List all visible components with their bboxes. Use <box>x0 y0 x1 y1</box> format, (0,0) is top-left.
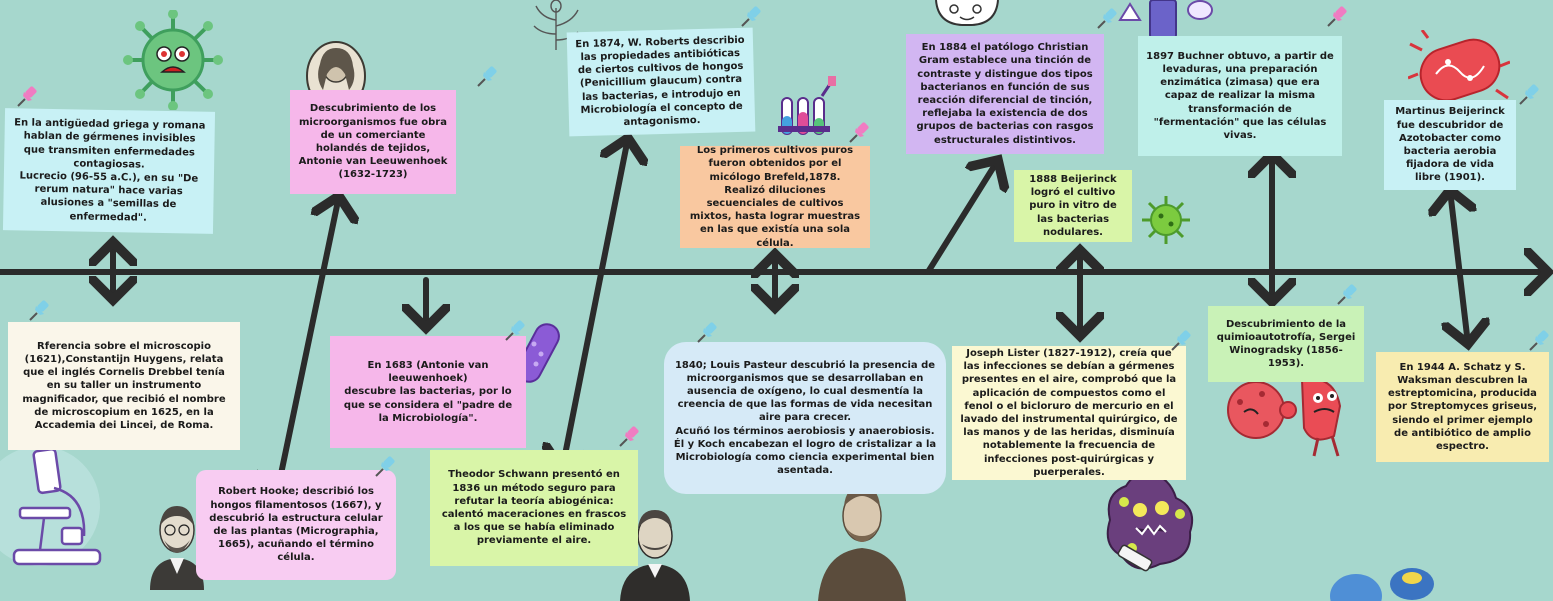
note-1683: En 1683 (Antonie van leeuwenhoek) descub… <box>330 336 526 448</box>
pushpin-icon <box>619 426 639 447</box>
fighting-germs-icon <box>1227 378 1342 457</box>
note-microscopio: Rferencia sobre el microscopio (1621),Co… <box>8 322 240 450</box>
blue-blob-icon <box>1330 568 1434 601</box>
microbe-face-icon <box>935 0 999 26</box>
pushpin-icon <box>1337 284 1357 305</box>
arrow-n3-n5 <box>276 196 339 498</box>
note-pasteur: 1840; Louis Pasteur descubrió la presenc… <box>664 342 946 494</box>
note-buchner: 1897 Buchner obtuvo, a partir de levadur… <box>1138 36 1342 156</box>
note-beijerinck-1888-text: 1888 Beijerinck logró el cultivo puro in… <box>1029 174 1117 238</box>
microscope-icon <box>0 422 102 566</box>
note-beijerinck-1901-text: Martinus Beijerinck fue descubridor de A… <box>1395 106 1505 184</box>
green-germ-icon <box>1142 196 1190 244</box>
note-buchner-text: 1897 Buchner obtuvo, a partir de levadur… <box>1146 50 1334 141</box>
pushpin-icon <box>697 322 717 343</box>
note-roberts: En 1874, W. Roberts describio las propie… <box>566 27 756 137</box>
pushpin-icon <box>1529 330 1549 351</box>
note-antiguedad: En la antigüedad griega y romana hablan … <box>2 108 216 234</box>
arrow-n15-n16 <box>1450 190 1468 344</box>
monster-germ-icon <box>1106 470 1194 572</box>
note-winogradsky: Descubrimiento de la quimioautotrofía, S… <box>1208 306 1364 382</box>
note-leeuwenhoek: Descubrimiento de los microorganismos fu… <box>290 90 456 194</box>
pushpin-icon <box>375 456 395 477</box>
note-gram: En 1884 el patólogo Christian Gram estab… <box>906 34 1104 154</box>
note-beijerinck-1888: 1888 Beijerinck logró el cultivo puro in… <box>1014 170 1132 242</box>
note-schwann: Theodor Schwann presentó en 1836 un méto… <box>430 450 638 566</box>
pushpin-icon <box>477 66 497 87</box>
pushpin-icon <box>17 86 37 107</box>
pushpin-icon <box>849 122 869 143</box>
pushpin-icon <box>1519 84 1539 105</box>
note-hooke-text: Robert Hooke; describió los hongos filam… <box>209 486 383 564</box>
note-1683-text: En 1683 (Antonie van leeuwenhoek) descub… <box>343 360 513 424</box>
test-tubes-icon <box>778 76 836 135</box>
note-roberts-text: En 1874, W. Roberts describio las propie… <box>575 34 745 128</box>
note-gram-text: En 1884 el patólogo Christian Gram estab… <box>916 42 1094 146</box>
note-brefeld: Los primeros cultivos puros fueron obten… <box>680 145 870 249</box>
note-waksman-text: En 1944 A. Schatz y S. Waksman descubren… <box>1387 361 1538 452</box>
note-schwann-text: Theodor Schwann presentó en 1836 un méto… <box>441 469 627 547</box>
note-antiguedad-text: En la antigüedad griega y romana hablan … <box>14 117 206 224</box>
note-lister-text: Joseph Lister (1827-1912), creía que las… <box>960 348 1178 478</box>
arrow-n6-n7 <box>562 138 628 470</box>
note-hooke: Robert Hooke; describió los hongos filam… <box>196 470 396 580</box>
hooke-portrait-icon <box>150 506 204 590</box>
schwann-portrait-icon <box>620 510 690 601</box>
note-waksman: En 1944 A. Schatz y S. Waksman descubren… <box>1376 352 1549 462</box>
virus-icon <box>123 10 223 110</box>
pushpin-icon <box>1097 8 1117 29</box>
pushpin-icon <box>505 320 525 341</box>
note-beijerinck-1901: Martinus Beijerinck fue descubridor de A… <box>1384 100 1516 190</box>
note-pasteur-text: 1840; Louis Pasteur descubrió la presenc… <box>673 359 937 477</box>
pushpin-icon <box>29 300 49 321</box>
note-brefeld-text: Los primeros cultivos puros fueron obten… <box>689 145 861 249</box>
note-leeuwenhoek-text: Descubrimiento de los microorganismos fu… <box>298 103 448 181</box>
pushpin-icon <box>1171 330 1191 351</box>
note-winogradsky-text: Descubrimiento de la quimioautotrofía, S… <box>1216 318 1356 370</box>
pushpin-icon <box>741 6 761 27</box>
note-lister: Joseph Lister (1827-1912), creía que las… <box>952 346 1186 480</box>
pushpin-icon <box>1327 6 1347 27</box>
note-microscopio-text: Rferencia sobre el microscopio (1621),Co… <box>22 340 226 431</box>
arrow-n10 <box>925 160 998 275</box>
